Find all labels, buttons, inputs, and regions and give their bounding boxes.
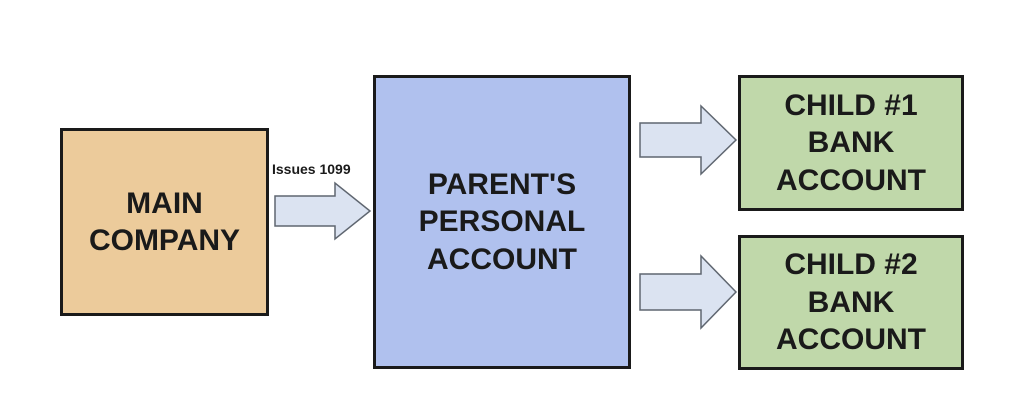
arrow-parent-to-child1 xyxy=(639,104,738,176)
arrow-shape xyxy=(274,181,372,241)
arrow-main-to-parent xyxy=(274,181,372,241)
arrow-shape xyxy=(639,104,738,176)
parent-account-label: PARENT'S PERSONAL ACCOUNT xyxy=(418,167,586,276)
child-1-bank-account-box: CHILD #1 BANK ACCOUNT xyxy=(738,75,964,211)
child-2-label: CHILD #2 BANK ACCOUNT xyxy=(776,248,926,357)
parent-personal-account-box: PARENT'S PERSONAL ACCOUNT xyxy=(373,75,631,369)
arrow-parent-to-child2 xyxy=(639,254,738,330)
child-2-bank-account-box: CHILD #2 BANK ACCOUNT xyxy=(738,235,964,370)
main-company-label: MAIN COMPANY xyxy=(88,186,241,258)
main-company-box: MAIN COMPANY xyxy=(60,128,269,316)
arrow-label-issues-1099: Issues 1099 xyxy=(272,161,351,177)
arrow-shape xyxy=(639,254,738,330)
child-1-label: CHILD #1 BANK ACCOUNT xyxy=(776,88,926,197)
